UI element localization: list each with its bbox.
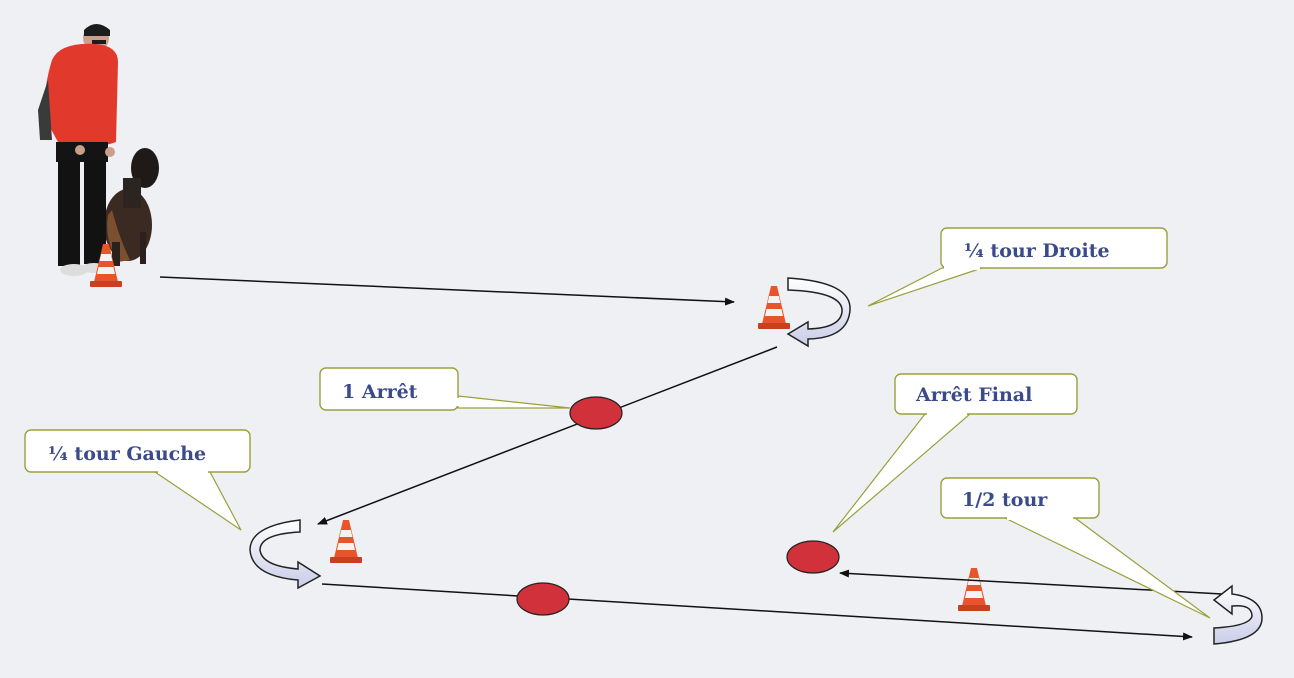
quarter-left-turn-icon [249,519,322,590]
bottom-stop-marker [516,582,570,616]
callout-quarter-left-label: ¼ tour Gauche [48,443,206,465]
half-turn-icon [1212,584,1263,645]
left-turn-cone-icon [330,520,362,563]
callout-half-turn: 1/2 tour [940,477,1211,619]
path-segment-start [159,276,735,306]
right-turn-cone-icon [758,286,790,329]
callout-first-stop: 1 Arrêt [319,367,571,411]
path-segment-bottom [321,583,1193,641]
dog-figure [104,148,159,266]
callout-first-stop-label: 1 Arrêt [342,381,418,403]
quarter-right-turn-icon [786,277,851,348]
callout-final-stop: Arrêt Final [832,373,1078,533]
final-cone-icon [958,568,990,611]
callout-half-turn-label: 1/2 tour [962,489,1048,511]
final-stop-marker [786,540,840,574]
callout-final-stop-label: Arrêt Final [915,384,1032,406]
handler-with-dog-icon [38,24,159,276]
callout-quarter-right-label: ¼ tour Droite [964,240,1110,262]
callout-quarter-right: ¼ tour Droite [867,227,1168,307]
path-segment-diagonal [317,346,778,525]
callout-quarter-left: ¼ tour Gauche [24,429,251,531]
first-stop-marker [569,396,623,430]
course-path [159,276,1223,641]
handler-figure [38,24,118,276]
